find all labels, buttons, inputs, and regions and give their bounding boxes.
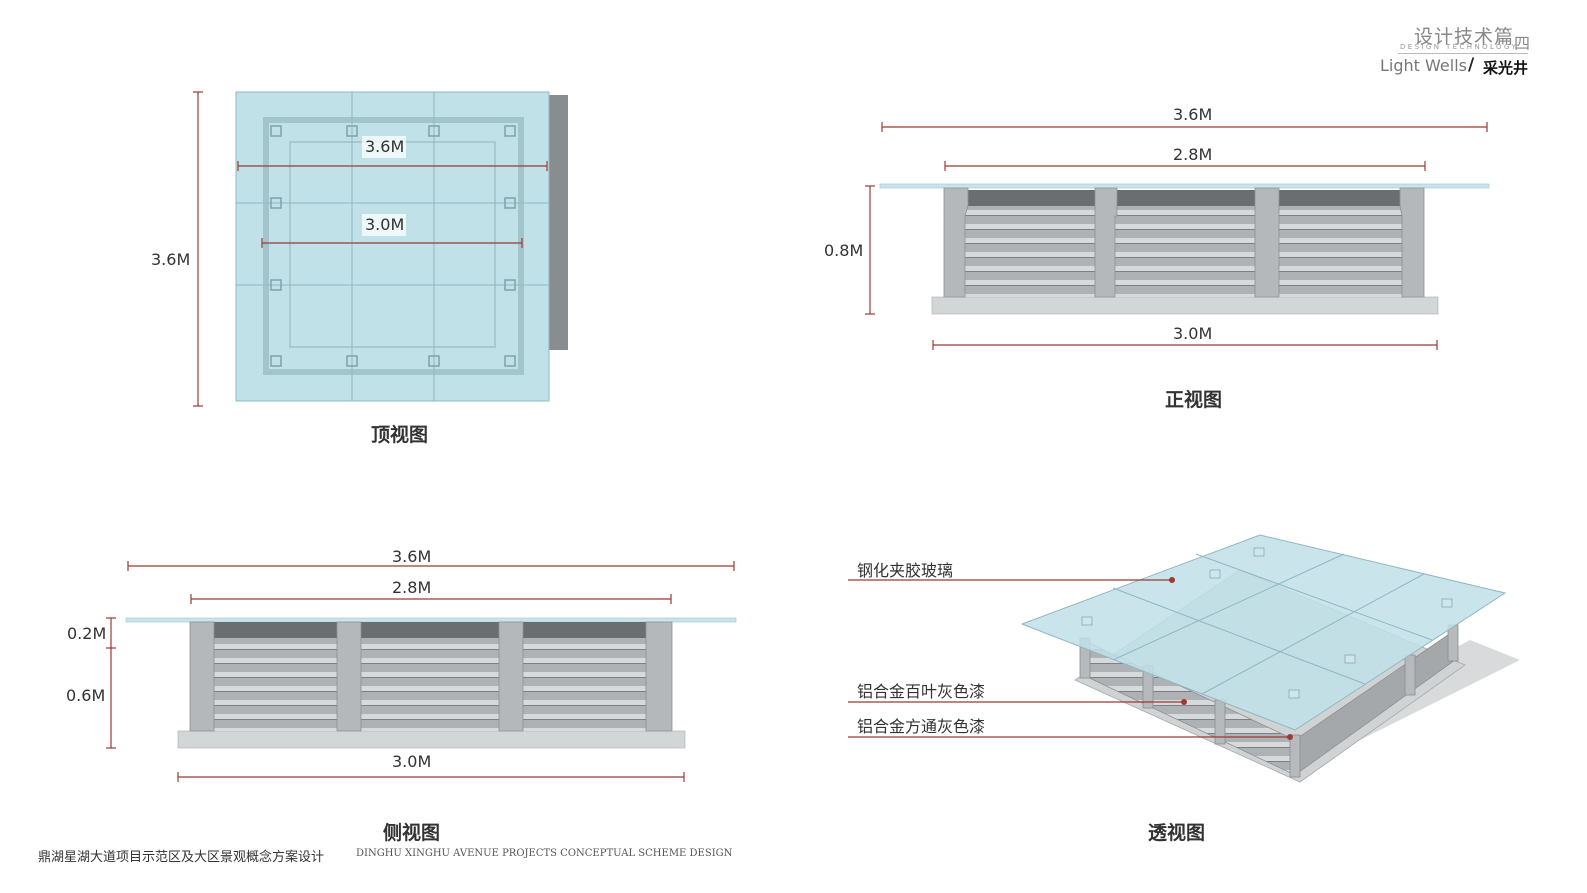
front-view-post	[943, 187, 969, 298]
front-view-band	[1115, 190, 1255, 206]
perspective-view-caption: 透视图	[1148, 822, 1206, 844]
perspective-cap	[1288, 689, 1300, 699]
section-title-en: Light Wells	[1380, 56, 1467, 75]
front-view-band	[1277, 190, 1402, 206]
front-view-louvre	[965, 190, 1095, 297]
callout-aluminum-louvre: 铝合金百叶灰色漆	[857, 682, 986, 701]
side-view-louvre	[212, 624, 339, 731]
top-view-post	[504, 355, 516, 367]
front-view-post	[1094, 187, 1118, 298]
top-view-frame	[263, 117, 524, 375]
top-view-post	[270, 355, 282, 367]
section-title-cn: 采光井	[1483, 59, 1529, 77]
front-view-glass	[879, 183, 1490, 189]
perspective-callout-lines	[848, 579, 1290, 738]
top-view-post	[270, 197, 282, 209]
front-view-louvre	[1115, 190, 1255, 297]
chapter-number: 四	[1514, 34, 1531, 53]
side-view-band	[212, 622, 339, 638]
top-view-post	[346, 125, 358, 137]
header-divider	[1398, 53, 1528, 54]
callout-dot	[1287, 734, 1293, 740]
side-view-dimensions	[106, 561, 735, 782]
top-view-post	[270, 279, 282, 291]
footer-project-en: DINGHU XINGHU AVENUE PROJECTS CONCEPTUAL…	[356, 848, 733, 859]
front-view-dimensions	[865, 122, 1488, 350]
front-view-band	[965, 190, 1095, 206]
front-view-post	[1254, 187, 1280, 298]
perspective-glass-joint	[1195, 553, 1433, 641]
callout-dot	[1181, 699, 1187, 705]
perspective-cap	[1209, 569, 1221, 579]
side-view-louvre	[359, 624, 499, 731]
side-view-post	[498, 621, 524, 732]
top-view-post	[428, 355, 440, 367]
front-view-post	[1399, 187, 1425, 298]
front-view-dim-top: 3.6M	[1173, 105, 1213, 124]
top-view-post	[504, 125, 516, 137]
perspective-cap	[1344, 654, 1356, 664]
perspective-glass-joint	[1112, 553, 1345, 661]
side-view-dim-upper: 0.2M	[67, 624, 107, 643]
side-view-post	[645, 621, 673, 732]
side-view-dim-top: 3.6M	[392, 547, 432, 566]
top-view-dim-width-outer: 3.6M	[365, 137, 405, 156]
top-view-dimensions	[193, 91, 548, 407]
side-view-dim-lower: 0.6M	[66, 686, 106, 705]
side-view-post	[189, 621, 215, 732]
top-view-post	[504, 279, 516, 291]
perspective-post	[1289, 734, 1301, 778]
side-view-dim-mid: 2.8M	[392, 578, 432, 597]
perspective-cap	[1441, 598, 1453, 608]
perspective-view-drawing	[1020, 534, 1520, 783]
top-view-dim-height: 3.6M	[151, 250, 191, 269]
front-view-louvre	[1277, 190, 1402, 297]
perspective-glass-joint	[1112, 587, 1366, 685]
perspective-post	[1404, 654, 1416, 696]
front-view-dim-height: 0.8M	[824, 241, 864, 260]
perspective-post	[1447, 624, 1459, 662]
perspective-glass-top	[1020, 534, 1507, 731]
front-view-caption: 正视图	[1165, 389, 1223, 411]
chapter-title-en: DESIGN TECHNOLOGY	[1400, 43, 1519, 51]
top-view-drawing	[235, 91, 568, 402]
front-view-dim-mid: 2.8M	[1173, 145, 1213, 164]
side-view-louvre	[521, 624, 648, 731]
top-view-post	[346, 355, 358, 367]
side-view-glass	[125, 617, 737, 623]
perspective-cap	[1253, 547, 1265, 557]
top-view-caption: 顶视图	[371, 424, 429, 446]
section-separator: /	[1468, 55, 1475, 75]
front-view-dim-base: 3.0M	[1173, 324, 1213, 343]
top-view-post	[504, 197, 516, 209]
side-view-base	[177, 730, 686, 749]
top-view-post	[428, 125, 440, 137]
side-view-dim-base: 3.0M	[392, 752, 432, 771]
chapter-title-cn: 设计技术篇	[1414, 26, 1515, 48]
side-view-caption: 侧视图	[383, 822, 441, 844]
front-view-base	[931, 296, 1439, 315]
side-view-band	[359, 622, 499, 638]
callout-dot	[1169, 577, 1175, 583]
front-view-drawing	[879, 183, 1490, 315]
perspective-glass-joint	[1201, 573, 1425, 695]
footer-project-cn: 鼎湖星湖大道项目示范区及大区景观概念方案设计	[38, 850, 325, 865]
callout-tempered-glass: 钢化夹胶玻璃	[857, 561, 954, 580]
top-view-glass	[235, 91, 550, 402]
perspective-cap	[1081, 616, 1093, 626]
top-view-post	[270, 125, 282, 137]
side-view-post	[336, 621, 362, 732]
top-view-dim-width-inner: 3.0M	[365, 215, 405, 234]
top-view-side-shadow	[548, 95, 568, 350]
side-view-drawing	[125, 617, 737, 749]
callout-aluminum-tube: 铝合金方通灰色漆	[857, 717, 986, 736]
side-view-band	[521, 622, 648, 638]
